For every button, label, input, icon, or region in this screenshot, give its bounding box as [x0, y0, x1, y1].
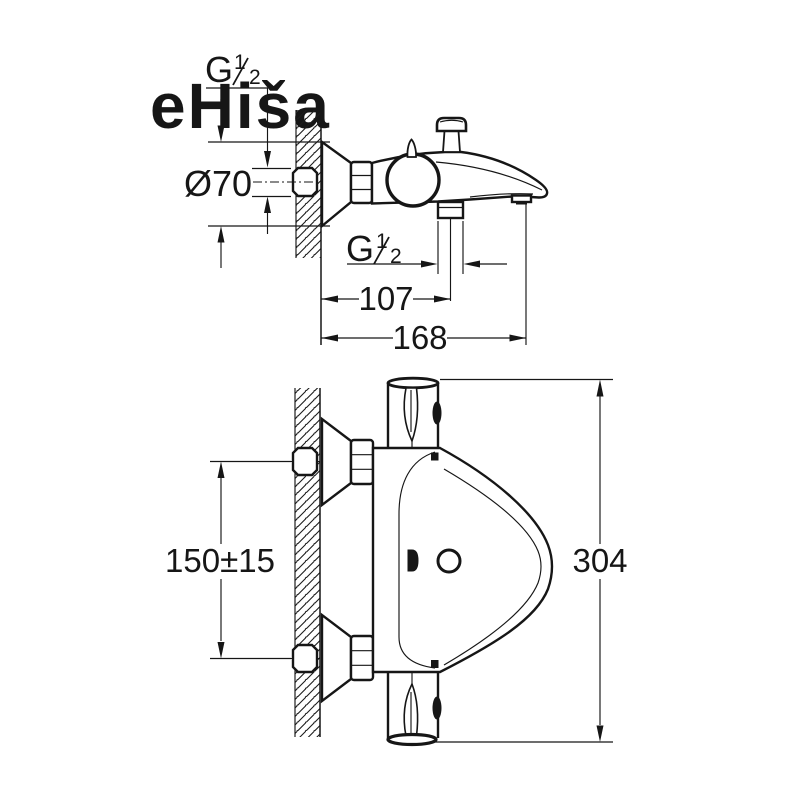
handle-pin: [406, 138, 417, 158]
faucet-body-front: [371, 446, 554, 674]
upper-hex-nut: [349, 438, 375, 486]
economy-button-mark: [407, 549, 419, 572]
front-view-dimensions: [210, 378, 613, 743]
side-view-dimension-labels: G 1 2 Ø70 G 1 2 107 168: [184, 49, 448, 356]
temperature-handle-side: [385, 152, 441, 208]
front-view-dimension-labels: 150±15 304: [165, 542, 627, 579]
side-view-figure: G 1 2 Ø70 G 1 2 107 168: [184, 49, 549, 356]
shower-thread-label: G: [346, 228, 374, 269]
upper-wall-union: [291, 446, 319, 477]
lower-escutcheon-cone: [320, 612, 353, 704]
body-outlet-circle: [436, 548, 462, 574]
side-view-dimensions: [206, 87, 527, 345]
dim-168-label: 168: [392, 319, 447, 356]
upper-handle: [386, 376, 442, 448]
wall-thread-label: G: [205, 49, 233, 90]
hex-nut: [349, 160, 374, 205]
lower-wall-union: [291, 643, 319, 674]
svg-text:1: 1: [376, 230, 388, 253]
lower-handle: [386, 672, 442, 747]
svg-text:1: 1: [234, 51, 246, 74]
svg-text:2: 2: [249, 66, 261, 89]
escutcheon-cone: [320, 139, 353, 229]
escutcheon-diameter-label: Ø70: [184, 163, 252, 204]
dim-150-label: 150±15: [165, 542, 275, 579]
wall-hatch-front: [295, 388, 320, 737]
dim-107-label: 107: [358, 280, 413, 317]
dim-304-label: 304: [572, 542, 627, 579]
diverter-knob-stem: [442, 130, 461, 153]
upper-escutcheon-cone: [320, 416, 353, 508]
shower-outlet-nipple: [436, 200, 465, 220]
svg-text:2: 2: [390, 245, 402, 268]
lower-hex-nut: [349, 634, 375, 682]
front-view-figure: 150±15 304: [165, 376, 628, 747]
